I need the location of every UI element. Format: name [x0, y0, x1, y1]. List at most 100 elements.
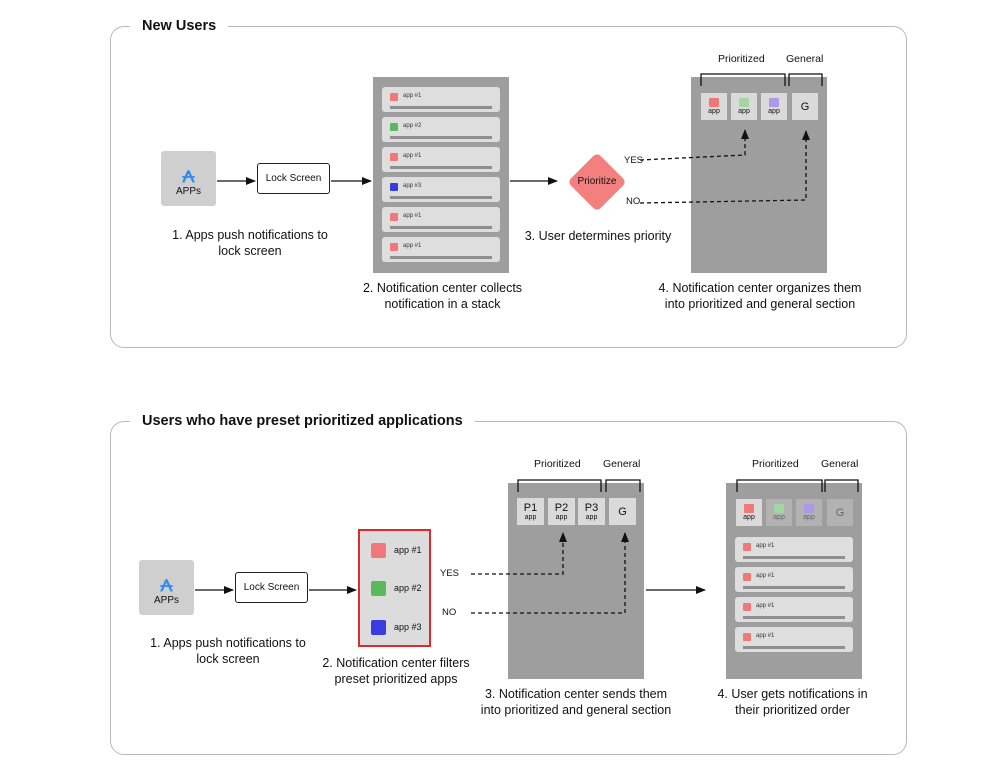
final-phone: app app app G app #1 app #1 app #1 app #… — [726, 483, 862, 679]
general-tile-dim: G — [827, 499, 853, 526]
filter-item: app #3 — [360, 620, 429, 640]
tile-label: app — [743, 514, 755, 521]
priority-tile-p1: P1 app — [517, 498, 544, 525]
stack-card-label: app #1 — [403, 93, 422, 99]
bracket-general — [788, 73, 823, 86]
filter-item-label: app #2 — [394, 583, 422, 593]
prioritized-tile: app — [731, 93, 757, 120]
stack-card-label: app #1 — [403, 213, 422, 219]
filter-item-label: app #1 — [394, 545, 422, 555]
step3-caption: 3. User determines priority — [524, 229, 672, 243]
step1-caption: 1. Apps push notifications to lock scree… — [128, 635, 328, 667]
lock-screen-node: Lock Screen — [257, 163, 330, 194]
step3-caption: 3. Notification center sends them into p… — [466, 686, 686, 718]
app-color-square — [744, 504, 754, 513]
card-bar — [390, 106, 492, 109]
filter-box: app #1 app #2 app #3 — [358, 529, 431, 647]
app-color-square — [774, 504, 784, 513]
section-new-users — [110, 26, 907, 348]
app-color-square — [739, 98, 749, 107]
section-preset-users — [110, 421, 907, 755]
tile-label: app — [803, 514, 815, 521]
card-bar — [390, 226, 492, 229]
stack-card: app #3 — [382, 177, 500, 202]
filter-item-label: app #3 — [394, 622, 422, 632]
app-color-square — [371, 620, 386, 635]
lock-screen-node: Lock Screen — [235, 572, 308, 603]
stack-card: app #1 — [382, 147, 500, 172]
ordered-card: app #1 — [735, 567, 853, 592]
step2-line1: 2. Notification center collects — [362, 281, 523, 295]
general-tile: G — [792, 93, 818, 120]
step2-line2: notification in a stack — [384, 297, 501, 311]
app-color-square — [390, 183, 398, 191]
dashed-yes-path — [639, 129, 749, 161]
apps-node: ⩜ APPs — [139, 560, 194, 615]
bracket-prioritized — [700, 73, 786, 86]
prioritized-tile: app — [736, 499, 762, 526]
card-bar — [743, 616, 845, 619]
lock-screen-label: Lock Screen — [265, 173, 322, 184]
step1-line1: 1. Apps push notifications to — [150, 636, 306, 650]
sorting-phone: P1 app P2 app P3 app G — [508, 483, 644, 679]
bracket-prioritized — [517, 479, 602, 492]
filter-item: app #2 — [360, 581, 429, 601]
step4-line2: their prioritized order — [735, 703, 850, 717]
step4-line1: 4. Notification center organizes them — [658, 281, 862, 295]
general-tile: G — [609, 498, 636, 525]
app-color-square — [390, 213, 398, 221]
card-bar — [390, 136, 492, 139]
app-color-square — [804, 504, 814, 513]
ordered-card-label: app #1 — [756, 543, 775, 549]
step4-caption: 4. Notification center organizes them in… — [645, 280, 875, 312]
app-color-square — [390, 243, 398, 251]
prioritized-label: Prioritized — [718, 53, 765, 65]
app-color-square — [743, 543, 751, 551]
app-color-square — [371, 581, 386, 596]
app-color-square — [743, 603, 751, 611]
no-label: NO — [626, 196, 641, 207]
app-color-square — [709, 98, 719, 107]
priority-tile-sub: app — [524, 514, 537, 521]
tile-label: app — [708, 108, 720, 115]
bracket-general — [605, 479, 641, 492]
dashed-yes-path — [471, 532, 567, 575]
stack-card-label: app #1 — [403, 243, 422, 249]
step1-line2: lock screen — [218, 244, 282, 258]
prioritized-tile-dim: app — [796, 499, 822, 526]
stack-card: app #1 — [382, 237, 500, 262]
general-tile-label: G — [800, 101, 810, 113]
app-store-icon: ⩜ — [182, 162, 195, 187]
lock-screen-label: Lock Screen — [243, 582, 300, 593]
app-color-square — [371, 543, 386, 558]
step1-line2: lock screen — [196, 652, 260, 666]
stack-card-label: app #3 — [403, 183, 422, 189]
card-bar — [390, 256, 492, 259]
prioritized-tile: app — [701, 93, 727, 120]
stack-card-label: app #2 — [403, 123, 422, 129]
priority-tile-title: P2 — [554, 502, 569, 514]
step4-line2: into prioritized and general section — [664, 297, 856, 311]
step2-caption: 2. Notification center collects notifica… — [340, 280, 545, 312]
ordered-card: app #1 — [735, 597, 853, 622]
general-label: General — [786, 53, 824, 65]
dashed-no-path — [471, 532, 629, 614]
filter-item: app #1 — [360, 543, 429, 563]
tile-label: app — [773, 514, 785, 521]
card-bar — [390, 196, 492, 199]
yes-label: YES — [624, 155, 644, 166]
app-color-square — [390, 123, 398, 131]
final-general-label: General — [821, 458, 859, 470]
ordered-card-label: app #1 — [756, 633, 775, 639]
step2-line1: 2. Notification center filters — [322, 656, 470, 670]
step2-line2: preset prioritized apps — [334, 672, 458, 686]
priority-tile-sub: app — [555, 514, 568, 521]
step4-line1: 4. User gets notifications in — [717, 687, 868, 701]
bracket-final-prioritized — [736, 479, 823, 492]
ordered-card: app #1 — [735, 627, 853, 652]
app-color-square — [743, 633, 751, 641]
apps-label: APPs — [153, 595, 179, 606]
stack-card-label: app #1 — [403, 153, 422, 159]
final-prioritized-label: Prioritized — [752, 458, 799, 470]
